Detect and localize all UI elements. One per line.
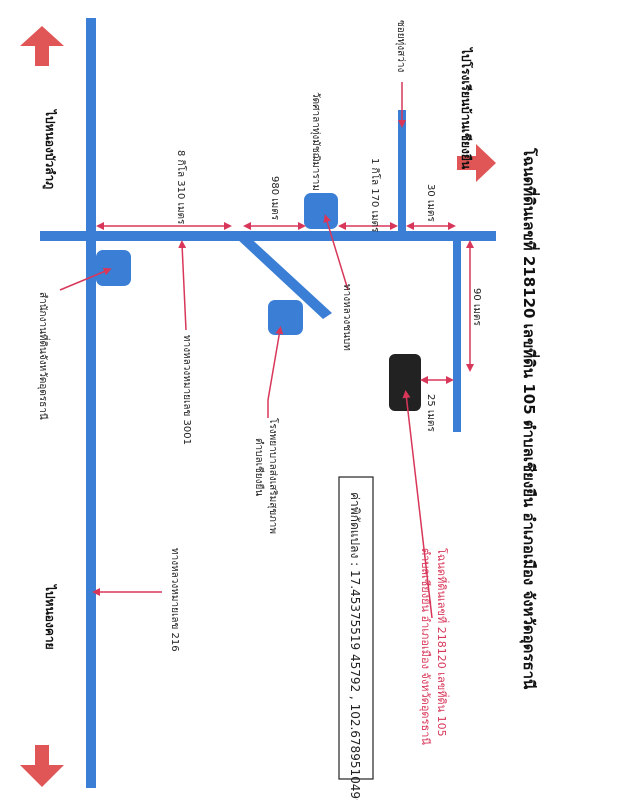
coordinate-box bbox=[338, 476, 374, 780]
target-pointer bbox=[402, 390, 433, 619]
side-road bbox=[453, 240, 461, 432]
south-arrow-icon bbox=[20, 745, 64, 787]
land-office-label: สำนักงานที่ดินจังหวัดอุดรธานี bbox=[37, 292, 51, 420]
temple-label: วัดศาลาทุ่งมัชฌิมาราม bbox=[310, 92, 321, 191]
distance-label-4: 30 เมตร bbox=[425, 184, 436, 222]
east-arrow-icon bbox=[457, 144, 496, 182]
direction-nong-khai: ไปหนองคาย bbox=[43, 583, 58, 650]
distance-label-2: 980 เมตร bbox=[269, 176, 280, 221]
soi-road bbox=[398, 110, 406, 236]
temple-pointer bbox=[323, 214, 349, 291]
distance-label-3: 1 กิโล 170 เมตร bbox=[369, 158, 382, 233]
map-title: โฉนดที่ดินเลขที่ 218120 เลขที่ดิน 105 ตำ… bbox=[519, 147, 540, 690]
hospital-pointer bbox=[267, 326, 284, 418]
land-office-marker bbox=[96, 250, 131, 286]
soi-label: ซอยทุ่งสว่าง bbox=[395, 20, 406, 72]
distance-label-1: 8 กิโล 310 เมตร bbox=[175, 150, 188, 225]
target-land-marker bbox=[389, 354, 421, 411]
hwy3001-label: ทางหลวงหมายเลข 3001 bbox=[181, 335, 192, 445]
hwy3001-pointer bbox=[178, 240, 187, 331]
direction-nong-bua: ไปหนองบัวลำภู bbox=[42, 108, 58, 189]
distance-label-6: 25 เมตร bbox=[425, 394, 436, 432]
distance-label-5: 90 เมตร bbox=[471, 288, 482, 326]
hospital-label-line1: โรงพยาบาลส่งเสริมสุขภาพ bbox=[267, 418, 280, 534]
land-office-pointer bbox=[59, 267, 112, 291]
hospital-label-line2: ตำบลเชียงยืน bbox=[253, 438, 265, 496]
hospital-marker bbox=[268, 300, 303, 335]
main-horizontal-road bbox=[40, 231, 496, 241]
north-arrow-icon bbox=[20, 26, 64, 66]
rural-road bbox=[235, 232, 332, 319]
target-label-line2: ตำบลเชียงยืน อำเภอเมือง จังหวัดอุดรธานี bbox=[419, 548, 432, 745]
hwy216-label: ทางหลวงหมายเลข 216 bbox=[169, 548, 180, 652]
highway-216-road bbox=[86, 18, 96, 788]
rural-road-label: ทางหลวงชนบท bbox=[341, 284, 352, 351]
temple-marker bbox=[304, 193, 338, 229]
target-label-line1: โฉนดที่ดินเลขที่ 218120 เลขที่ดิน 105 bbox=[435, 548, 450, 737]
direction-ban-chiang: ไปโรงเรียนบ้านเชียงยืน bbox=[459, 46, 474, 170]
coordinate-label: ค่าพิกัดแปลง : 17.45375519 45792 , 102.6… bbox=[348, 492, 362, 800]
